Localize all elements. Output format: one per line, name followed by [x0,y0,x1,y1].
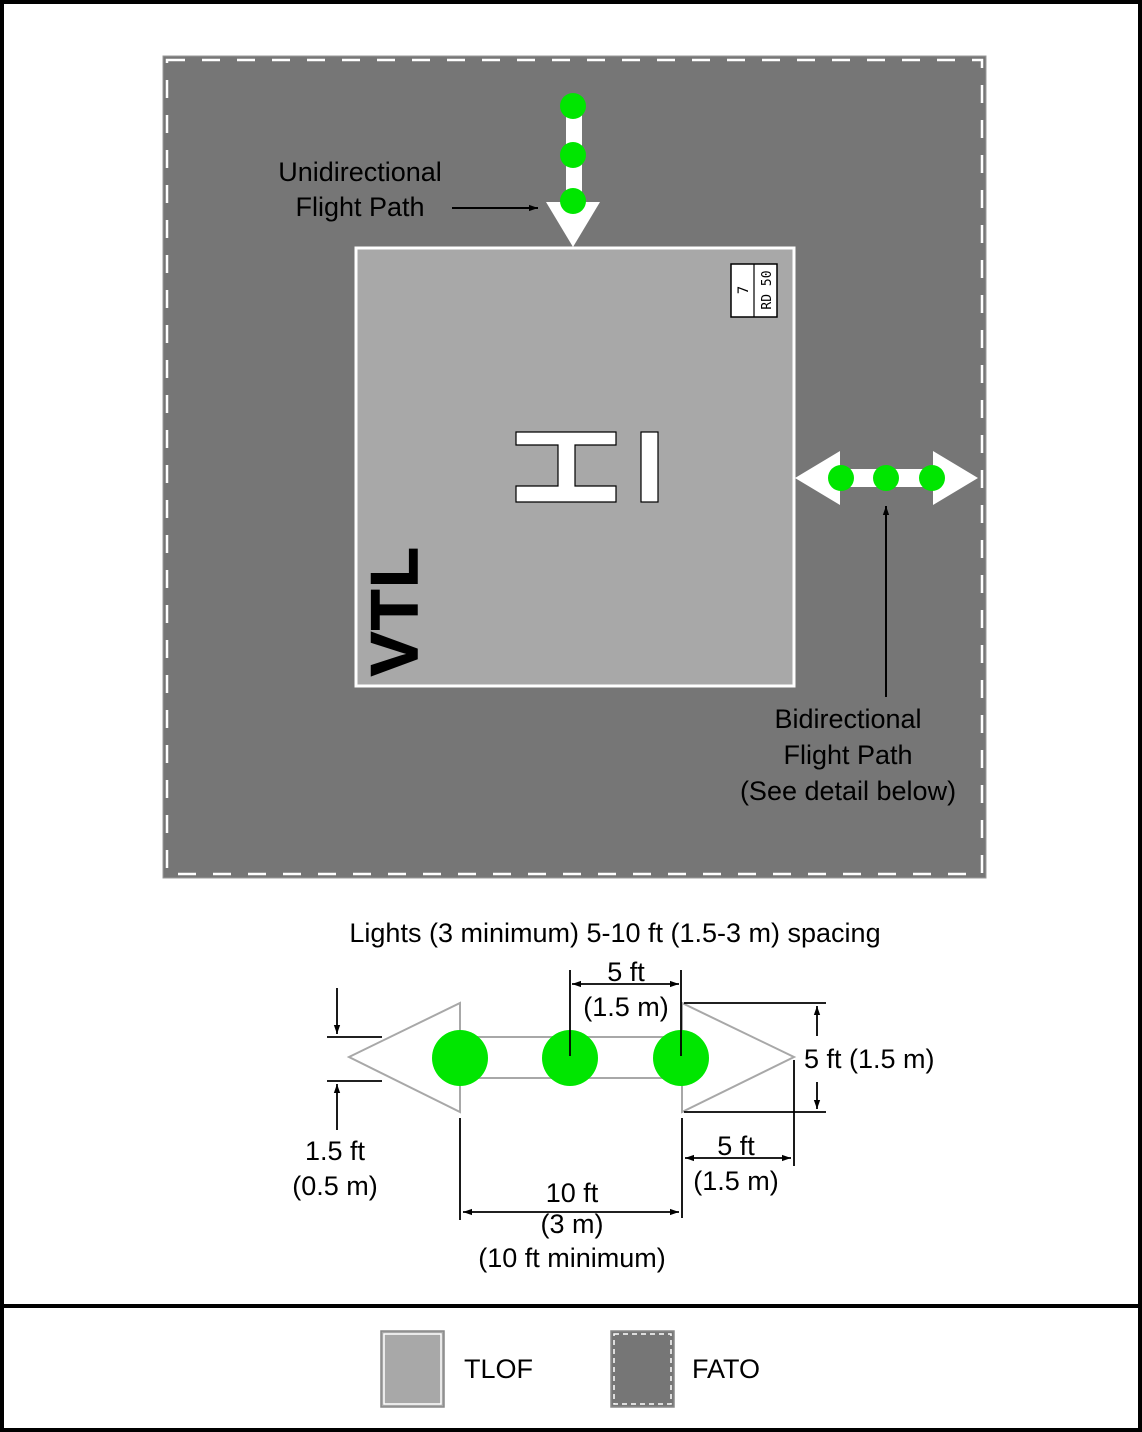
legend-tlof-label: TLOF [464,1354,533,1384]
flight-path-light [560,93,586,119]
unidirectional-flight-path-arrow [546,93,600,247]
bidirectional-label-line2: Flight Path [783,740,912,770]
legend-tlof-swatch [380,1330,445,1408]
bidirectional-flight-path-arrow [795,451,978,505]
h-marking [515,431,617,503]
i-marking [640,431,659,503]
stem-length-dim-line3: (10 ft minimum) [478,1243,666,1273]
light-spacing-dim-line2: (1.5 m) [583,992,669,1022]
stem-offset-dim-line2: (0.5 m) [292,1171,378,1201]
unidirectional-label-line1: Unidirectional [278,157,442,187]
arrowhead-length-dim-line1: 5 ft [717,1131,755,1161]
fato-dashed-edge [165,58,984,876]
stem-length-dim-line2: (3 m) [541,1209,604,1239]
vtl-marking: VTL [357,545,431,676]
detail-title: Lights (3 minimum) 5-10 ft (1.5-3 m) spa… [349,918,880,948]
detail-light-center [542,1030,598,1086]
stem-length-dim-line1: 10 ft [546,1178,599,1208]
legend-fato-label: FATO [692,1354,760,1384]
light-spacing-dim-line1: 5 ft [607,957,645,987]
flight-path-light [919,465,945,491]
flight-path-light [828,465,854,491]
weight-rotor-box: 7 RD 50 [730,263,778,318]
rotor-diameter-text: RD 50 [760,270,775,309]
stem-offset-dim-line1: 1.5 ft [305,1136,366,1166]
flight-path-light [560,142,586,168]
unidirectional-label-line2: Flight Path [295,192,424,222]
bidirectional-label-line1: Bidirectional [774,704,921,734]
detail-light-right [653,1030,709,1086]
bidirectional-label-line3: (See detail below) [740,776,956,806]
legend-fato-swatch [610,1330,675,1408]
flight-path-light [560,188,586,214]
flight-path-light [873,465,899,491]
arrow-detail: Lights (3 minimum) 5-10 ft (1.5-3 m) spa… [292,918,934,1273]
plan-view: HI VTL 7 RD 50 Unidirectional Flight Pat… [162,55,987,879]
arrowhead-length-dim-line2: (1.5 m) [693,1166,779,1196]
legend: TLOF FATO [380,1330,760,1408]
max-weight-text: 7 [736,286,752,294]
detail-light-left [432,1030,488,1086]
arrow-width-dim: 5 ft (1.5 m) [804,1044,935,1074]
